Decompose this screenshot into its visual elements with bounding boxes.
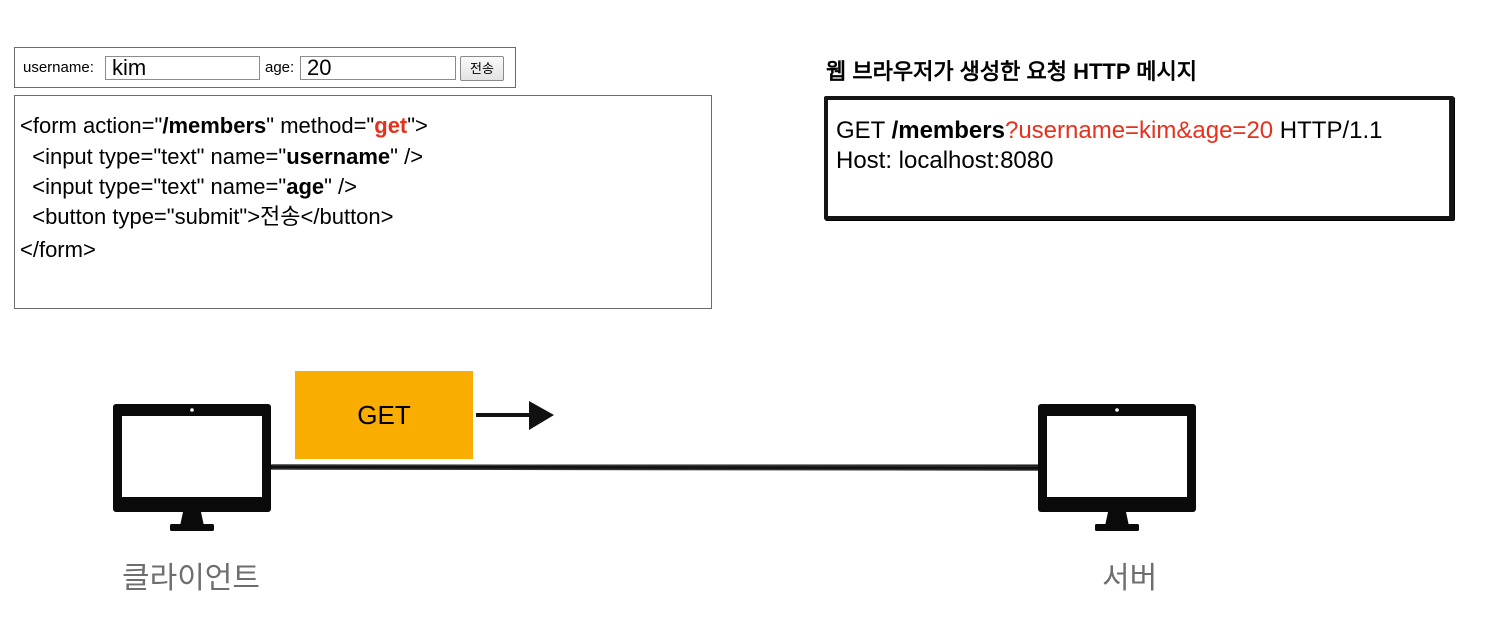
http-query-string: ?username=kim&age=20	[1004, 117, 1274, 144]
client-monitor-icon	[113, 404, 271, 531]
code-method-value: get	[374, 113, 408, 138]
code-line-username-input: <input type="text" name="username" />	[20, 144, 423, 170]
age-input[interactable]: 20	[300, 56, 456, 80]
code-name-value: age	[286, 174, 325, 199]
code-line-form-open: <form action="/members" method="get">	[20, 113, 428, 139]
code-line-button: <button type="submit">전송</button>	[20, 204, 394, 229]
server-label: 서버	[1102, 562, 1158, 595]
server-monitor-icon	[1038, 404, 1196, 531]
code-text: <input type="text" name="	[20, 174, 287, 199]
html-code-box: <form action="/members" method="get"> <i…	[14, 95, 712, 309]
code-name-value: username	[286, 144, 391, 169]
age-label: age:	[265, 59, 295, 76]
http-request-line: GET /members?username=kim&age=20 HTTP/1.…	[836, 116, 1383, 146]
http-version: HTTP/1.1	[1273, 117, 1383, 144]
code-line-age-input: <input type="text" name="age" />	[20, 174, 357, 200]
code-line-form-close: </form>	[20, 237, 96, 262]
submit-button[interactable]: 전송	[460, 56, 504, 81]
code-text: " />	[324, 174, 358, 199]
http-message-title: 웹 브라우저가 생성한 요청 HTTP 메시지	[826, 59, 1197, 84]
username-input[interactable]: kim	[105, 56, 260, 80]
code-text: ">	[407, 113, 428, 138]
code-text: " />	[390, 144, 424, 169]
code-text: <form action="	[20, 113, 163, 138]
get-method-label: GET	[357, 399, 411, 430]
form-preview: username: kim age: 20 전송	[14, 47, 516, 88]
http-path: /members	[891, 117, 1005, 144]
username-label: username:	[23, 59, 94, 76]
request-arrow-icon	[476, 401, 554, 430]
http-host-line: Host: localhost:8080	[836, 147, 1054, 174]
connection-line	[270, 464, 1040, 471]
http-message-box: GET /members?username=kim&age=20 HTTP/1.…	[824, 96, 1454, 220]
code-action-value: /members	[162, 113, 267, 138]
code-text: " method="	[266, 113, 375, 138]
http-method: GET	[836, 117, 892, 144]
get-method-badge: GET	[295, 371, 473, 459]
code-text: <input type="text" name="	[20, 144, 287, 169]
client-label: 클라이언트	[122, 562, 260, 595]
